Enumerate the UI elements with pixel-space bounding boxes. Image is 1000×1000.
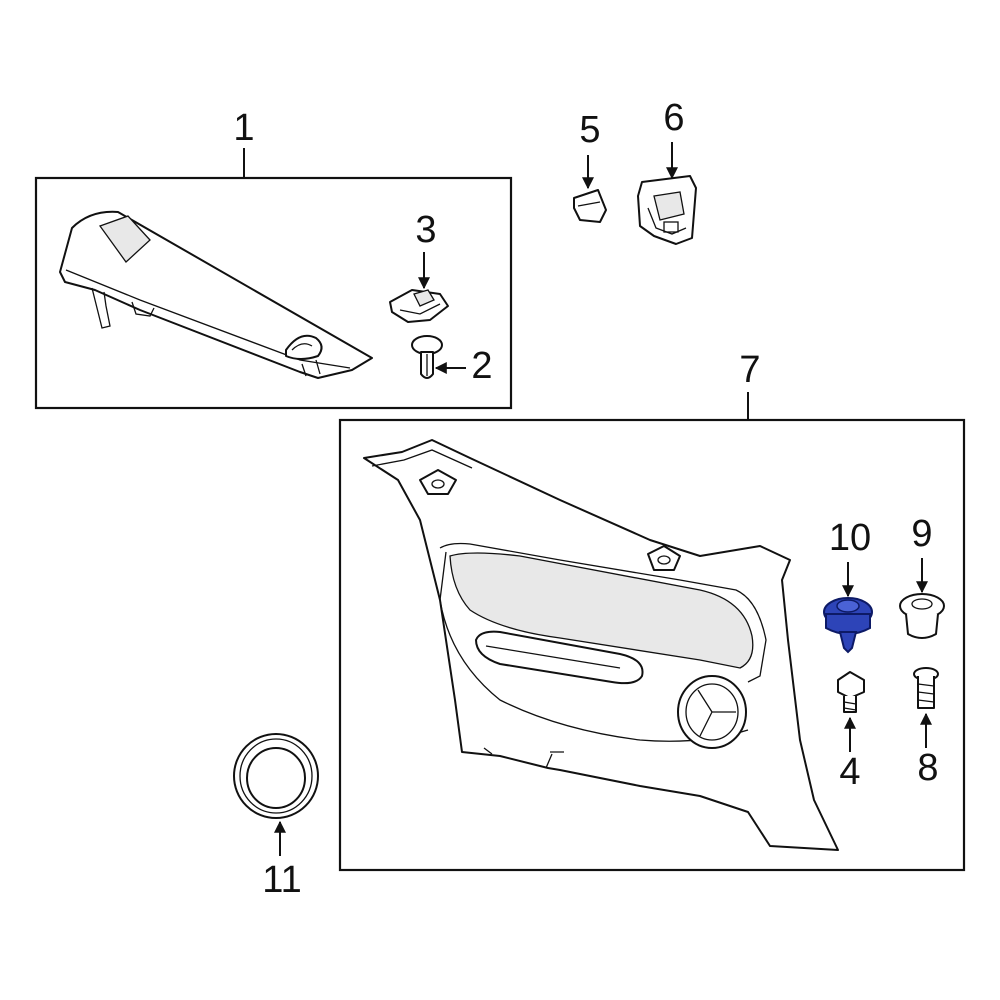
callout-8[interactable]: 8 (917, 747, 938, 789)
callout-10[interactable]: 10 (829, 517, 871, 559)
part-3-clip[interactable] (389, 289, 449, 323)
callout-6[interactable]: 6 (663, 97, 684, 139)
part-6-bracket[interactable] (637, 175, 697, 245)
part-1-upper-trim-panel[interactable] (59, 210, 373, 379)
group-1-frame (34, 176, 513, 410)
callout-11[interactable]: 11 (262, 859, 301, 901)
part-4-screw[interactable] (837, 671, 865, 713)
callout-9[interactable]: 9 (911, 513, 932, 555)
part-11-ring[interactable] (233, 733, 319, 819)
callout-5[interactable]: 5 (579, 109, 600, 151)
part-8-bolt[interactable] (913, 667, 939, 709)
callout-4[interactable]: 4 (839, 751, 860, 793)
part-9-grommet[interactable] (899, 593, 945, 639)
callout-1[interactable]: 1 (233, 107, 254, 149)
part-7-quarter-trim-panel[interactable] (363, 439, 839, 851)
part-10-retainer[interactable] (823, 597, 873, 654)
callout-7[interactable]: 7 (739, 349, 760, 391)
group-7-frame (338, 418, 966, 872)
part-5-cap[interactable] (573, 189, 607, 223)
callout-2[interactable]: 2 (471, 345, 492, 387)
part-2-push-pin[interactable] (411, 335, 443, 379)
group-7: 7 10 (338, 349, 966, 872)
callout-3[interactable]: 3 (415, 209, 436, 251)
group-1: 1 3 2 (34, 107, 513, 410)
